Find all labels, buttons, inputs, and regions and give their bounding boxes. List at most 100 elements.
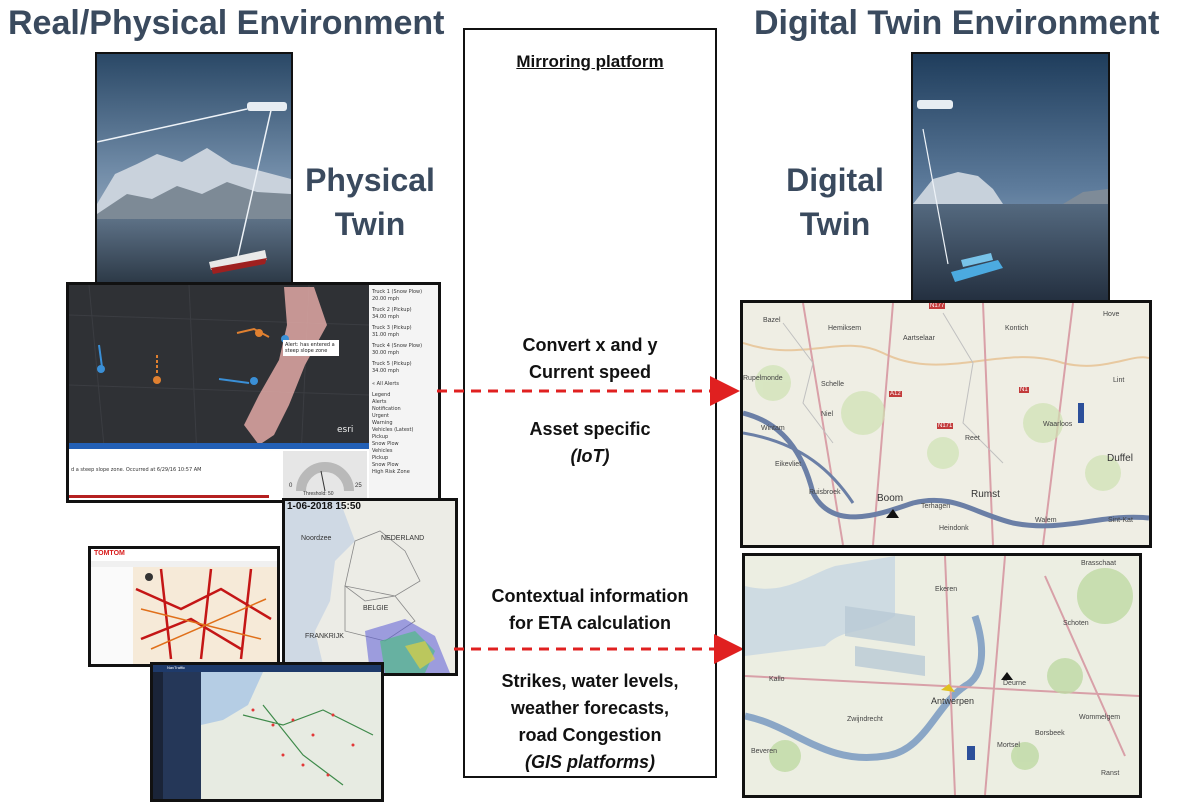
- esri-logo: esri: [337, 425, 354, 435]
- block-line: Contextual information: [491, 586, 689, 606]
- map-label: Schoten: [1063, 620, 1089, 627]
- physical-twin-label: Physical Twin: [295, 158, 445, 246]
- block-line: road Congestion: [518, 725, 662, 745]
- legend-item: Warning: [372, 420, 393, 426]
- gauge-max: 25: [355, 483, 362, 489]
- map-label: Wommelgem: [1079, 714, 1121, 721]
- map-label: Hemiksem: [828, 325, 862, 332]
- map-label: Zwijndrecht: [847, 716, 883, 723]
- digital-ship-photo: [911, 52, 1110, 302]
- map-label: Mortsel: [997, 742, 1020, 749]
- map-label: Lint: [1113, 377, 1125, 384]
- map-label: NEDERLAND: [381, 535, 425, 542]
- road-label: N177: [929, 303, 946, 309]
- vehicle-list: Truck 1 (Snow Plow)20.00 mph Truck 2 (Pi…: [372, 289, 422, 476]
- legend-item: Snow Plow: [372, 441, 399, 447]
- map-label: Boom: [877, 493, 904, 504]
- legend-title: Legend: [372, 392, 391, 398]
- mirroring-block-gis: Strikes, water levels, weather forecasts…: [465, 668, 715, 776]
- alert-panel: d a steep slope zone. Occurred at 6/29/1…: [69, 449, 369, 500]
- digital-twin-line1: Digital: [786, 162, 884, 198]
- map-label: Rumst: [971, 489, 1000, 500]
- vehicle-sidebar: Truck 1 (Snow Plow)20.00 mph Truck 2 (Pi…: [369, 285, 438, 500]
- all-alerts-link[interactable]: « All Alerts: [372, 381, 399, 387]
- digital-map-bottom-graphic: [745, 556, 1139, 795]
- alert-progress: [69, 495, 269, 498]
- map-label: Reet: [965, 435, 980, 442]
- block-line: Strikes, water levels,: [501, 671, 679, 691]
- heading-physical-environment: Real/Physical Environment: [8, 4, 445, 42]
- waterway-traffic-screenshot: NavTraffic: [150, 662, 384, 802]
- map-label: Brasschaat: [1081, 560, 1117, 567]
- traffic-app-logo: TOMTOM: [94, 550, 125, 557]
- vehicle-list-item[interactable]: Truck 5 (Pickup)34.00 mph: [372, 361, 412, 374]
- mirroring-block-context: Contextual information for ETA calculati…: [465, 583, 715, 637]
- map-label: Aartselaar: [903, 335, 935, 342]
- map-label: Noordzee: [301, 535, 332, 542]
- physical-ship-illustration: [97, 54, 291, 282]
- vehicle-tracking-screenshot: Alert: has entered a steep slope zone es…: [66, 282, 441, 503]
- physical-twin-line1: Physical: [305, 162, 435, 198]
- digital-map-top: Bazel Hemiksem Aartselaar Kontich Hove L…: [740, 300, 1152, 548]
- weather-radar-screenshot: 1-06-2018 15:50 Noordzee NEDERLAND BELGI…: [282, 498, 458, 676]
- waterway-map: [153, 665, 381, 799]
- vehicle-list-item[interactable]: Truck 1 (Snow Plow)20.00 mph: [372, 289, 423, 302]
- weather-map: [285, 501, 455, 673]
- block-line: for ETA calculation: [508, 613, 672, 633]
- block-line: Convert x and y: [522, 335, 658, 355]
- heading-digital-environment: Digital Twin Environment: [754, 4, 1160, 42]
- mirroring-platform-box: Mirroring platform Convert x and y Curre…: [463, 28, 717, 778]
- map-label: Ranst: [1101, 770, 1120, 777]
- legend-item: Snow Plow: [372, 462, 399, 468]
- digital-map-bottom: Brasschaat Ekeren Schoten Antwerpen Deur…: [742, 553, 1142, 798]
- digital-ship-illustration: [913, 54, 1108, 300]
- map-label: Heindonk: [939, 525, 969, 532]
- traffic-screenshot: TOMTOM: [88, 546, 280, 667]
- vehicle-list-item[interactable]: Truck 4 (Snow Plow)30.00 mph: [372, 343, 423, 356]
- map-label: Bazel: [763, 317, 781, 324]
- map-label: FRANKRIJK: [305, 633, 344, 640]
- legend-item: High Risk Zone: [372, 469, 410, 475]
- alert-bar-text: d a steep slope zone. Occurred at 6/29/1…: [71, 467, 202, 473]
- map-label: Wintam: [761, 425, 785, 432]
- mirroring-platform-title: Mirroring platform: [516, 52, 664, 71]
- block-line: (GIS platforms): [524, 752, 655, 772]
- map-label: Ekeren: [935, 586, 958, 593]
- legend-item: Vehicles: [372, 448, 393, 454]
- legend-item: Alerts: [372, 399, 387, 405]
- digital-twin-line2: Twin: [799, 206, 871, 242]
- vehicle-list-item[interactable]: Truck 3 (Pickup)31.00 mph: [372, 325, 412, 338]
- physical-ship-photo: [95, 52, 293, 284]
- digital-twin-label: Digital Twin: [765, 158, 905, 246]
- physical-twin-line2: Twin: [334, 206, 406, 242]
- radar-timestamp: 1-06-2018 15:50: [287, 501, 361, 512]
- road-label: A12: [889, 391, 902, 397]
- alert-callout: Alert: has entered a steep slope zone: [283, 340, 339, 356]
- map-label: Duffel: [1107, 453, 1133, 464]
- mirroring-block-position: Convert x and y Current speed: [465, 332, 715, 386]
- road-label: N171: [937, 423, 954, 429]
- block-line: Current speed: [528, 362, 652, 382]
- traffic-map: [91, 561, 277, 664]
- map-label: Hove: [1103, 311, 1120, 318]
- map-label: Ruisbroek: [809, 489, 841, 496]
- legend-item: Urgent: [372, 413, 390, 419]
- map-label: Eikevliet: [775, 461, 802, 468]
- map-label: Sint-Kat: [1108, 517, 1133, 524]
- map-label: BELGIE: [363, 605, 389, 612]
- gauge-panel: 0 25 Threshold: 50: [283, 451, 367, 498]
- map-label: Kontich: [1005, 325, 1029, 332]
- speed-gauge: [296, 462, 354, 492]
- legend-item: Vehicles (Latest): [372, 427, 414, 433]
- map-label: Deurne: [1003, 680, 1026, 687]
- waterway-app-title: NavTraffic: [167, 665, 186, 670]
- legend-item: Pickup: [372, 434, 389, 440]
- block-line: weather forecasts,: [510, 698, 670, 718]
- map-label: Schelle: [821, 381, 844, 388]
- map-label: Waarloos: [1043, 421, 1073, 428]
- block-line: (IoT): [570, 446, 610, 466]
- vehicle-list-item[interactable]: Truck 2 (Pickup)34.00 mph: [372, 307, 412, 320]
- map-label: Niel: [821, 411, 834, 418]
- mirroring-block-asset: Asset specific (IoT): [465, 416, 715, 470]
